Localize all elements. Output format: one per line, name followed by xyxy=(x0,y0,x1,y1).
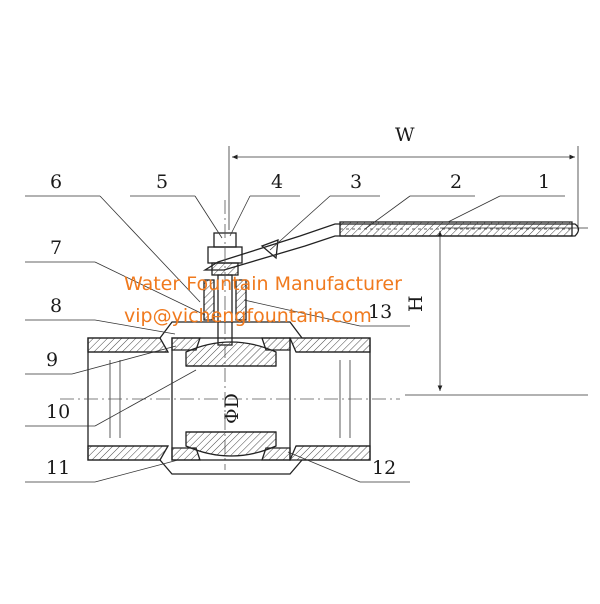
callout-3: 3 xyxy=(350,171,362,193)
watermark-line-2: vip@yichengfountain.com xyxy=(124,305,372,327)
callout-11: 11 xyxy=(46,457,70,479)
watermark-line-1: Water Fountain Manufacturer xyxy=(124,273,402,295)
callout-5: 5 xyxy=(156,171,168,193)
width-dimension: W xyxy=(228,124,579,230)
callout-10: 10 xyxy=(46,401,70,423)
watermark: Water Fountain Manufacturer vip@yichengf… xyxy=(124,273,402,327)
callout-numbers: 1 2 3 4 5 6 7 8 9 10 11 12 13 xyxy=(46,171,550,479)
callout-12: 12 xyxy=(372,457,396,479)
callout-1: 1 xyxy=(538,171,550,193)
valve-body: ΦD xyxy=(60,321,400,475)
callout-2: 2 xyxy=(450,171,462,193)
width-label: W xyxy=(395,124,415,146)
callout-9: 9 xyxy=(46,349,58,371)
stem-assembly xyxy=(203,200,279,470)
bore-label: ΦD xyxy=(221,393,243,424)
callout-4: 4 xyxy=(271,171,283,193)
height-label: H xyxy=(405,295,427,312)
leader-lines xyxy=(25,195,565,483)
callout-8: 8 xyxy=(50,295,62,317)
height-dimension: H xyxy=(405,227,588,396)
lever-handle xyxy=(202,221,580,271)
callout-7: 7 xyxy=(50,237,62,259)
callout-13: 13 xyxy=(368,301,392,323)
callout-6: 6 xyxy=(50,171,62,193)
